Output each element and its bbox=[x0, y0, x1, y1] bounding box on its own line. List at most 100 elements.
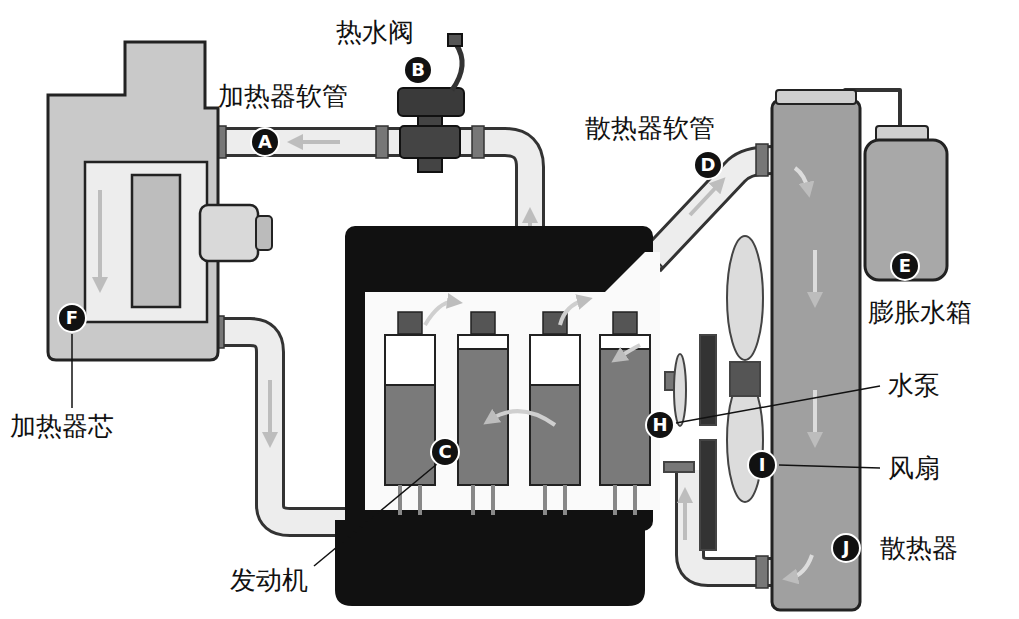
leader-line bbox=[71, 334, 73, 408]
leader-line bbox=[676, 386, 880, 423]
engine bbox=[335, 226, 660, 606]
callout-circle: I bbox=[747, 450, 777, 480]
leader-line bbox=[779, 465, 880, 468]
engine bbox=[458, 335, 508, 349]
engine bbox=[385, 335, 435, 485]
engine bbox=[613, 312, 637, 334]
fan bbox=[664, 236, 763, 550]
radiator bbox=[772, 100, 860, 610]
engine bbox=[600, 335, 650, 485]
part-label: 膨胀水箱 bbox=[868, 298, 972, 327]
fan bbox=[664, 462, 694, 472]
leader-line bbox=[314, 464, 437, 566]
fan bbox=[700, 440, 716, 550]
radiator bbox=[790, 555, 812, 578]
engine bbox=[530, 335, 580, 385]
radiator bbox=[776, 90, 856, 104]
callout-circle: B bbox=[403, 55, 433, 85]
hot-water-valve bbox=[400, 126, 460, 158]
radiator bbox=[813, 250, 817, 300]
hose-clamp bbox=[212, 126, 768, 588]
hose-clamp bbox=[376, 126, 388, 158]
engine bbox=[600, 335, 650, 349]
callout-circle: E bbox=[890, 251, 920, 281]
engine bbox=[491, 485, 495, 515]
engine bbox=[563, 485, 567, 515]
engine bbox=[613, 485, 617, 515]
flow-arrow bbox=[690, 183, 720, 215]
callout-letter: A bbox=[258, 133, 272, 151]
flow-arrow bbox=[295, 140, 340, 144]
hose-clamp bbox=[472, 126, 484, 158]
engine bbox=[385, 335, 650, 485]
callout-letter: J bbox=[843, 539, 850, 557]
engine bbox=[618, 345, 640, 358]
part-label: 风扇 bbox=[888, 454, 940, 483]
part-label: 散热器 bbox=[880, 534, 958, 563]
callout-circle: F bbox=[57, 303, 87, 333]
callout-circle: A bbox=[250, 127, 280, 157]
engine bbox=[530, 335, 580, 485]
callout-letter: I bbox=[759, 456, 766, 474]
radiator bbox=[790, 168, 815, 578]
fan bbox=[700, 335, 716, 425]
engine bbox=[365, 252, 660, 510]
part-label: 加热器芯 bbox=[10, 412, 114, 441]
engine bbox=[458, 335, 508, 485]
engine bbox=[400, 485, 635, 515]
engine bbox=[335, 520, 645, 606]
heater-core bbox=[48, 42, 218, 360]
heater-core bbox=[98, 190, 102, 285]
engine bbox=[471, 485, 475, 515]
hot-water-valve bbox=[398, 34, 464, 172]
hot-water-valve bbox=[448, 34, 462, 46]
callout-letter: B bbox=[411, 61, 425, 79]
heater-core bbox=[132, 175, 180, 307]
callout-circle: J bbox=[831, 533, 861, 563]
hose-clamp bbox=[756, 556, 768, 588]
flow-arrow bbox=[270, 142, 720, 540]
engine bbox=[425, 302, 455, 325]
engine bbox=[560, 300, 585, 325]
callout-letter: F bbox=[66, 309, 78, 327]
engine bbox=[398, 485, 402, 515]
fan bbox=[674, 354, 686, 426]
fan bbox=[727, 236, 763, 360]
engine bbox=[385, 335, 435, 385]
heater-core bbox=[85, 162, 207, 322]
leader-line bbox=[72, 334, 880, 566]
radiator bbox=[795, 168, 808, 190]
flow-arrow bbox=[683, 495, 687, 540]
fan bbox=[730, 362, 760, 396]
hose-clamp bbox=[756, 144, 768, 176]
hot-water-valve bbox=[398, 88, 464, 116]
part-label: 热水阀 bbox=[336, 18, 414, 47]
heater-core bbox=[200, 205, 258, 261]
expansion-tank bbox=[865, 140, 947, 280]
hot-water-valve bbox=[452, 44, 462, 90]
callout-letter: C bbox=[438, 443, 451, 461]
engine bbox=[633, 485, 637, 515]
callout-circle: C bbox=[430, 437, 460, 467]
callout-letter: E bbox=[899, 257, 911, 275]
expansion-tank bbox=[865, 126, 947, 280]
engine bbox=[398, 312, 422, 334]
engine bbox=[345, 226, 653, 531]
heater-core bbox=[256, 216, 272, 250]
part-label: 发动机 bbox=[230, 566, 308, 595]
engine bbox=[425, 300, 640, 425]
engine bbox=[543, 485, 547, 515]
part-label: 散热器软管 bbox=[585, 114, 715, 143]
engine bbox=[490, 411, 555, 425]
callout-letter: H bbox=[652, 416, 667, 434]
flow-arrow bbox=[268, 380, 272, 440]
callout-circle: H bbox=[645, 410, 675, 440]
part-label: 加热器软管 bbox=[218, 82, 348, 111]
callout-circle: D bbox=[693, 150, 723, 180]
callout-letter: D bbox=[701, 156, 716, 174]
part-label: 水泵 bbox=[888, 371, 940, 400]
engine bbox=[471, 312, 495, 334]
